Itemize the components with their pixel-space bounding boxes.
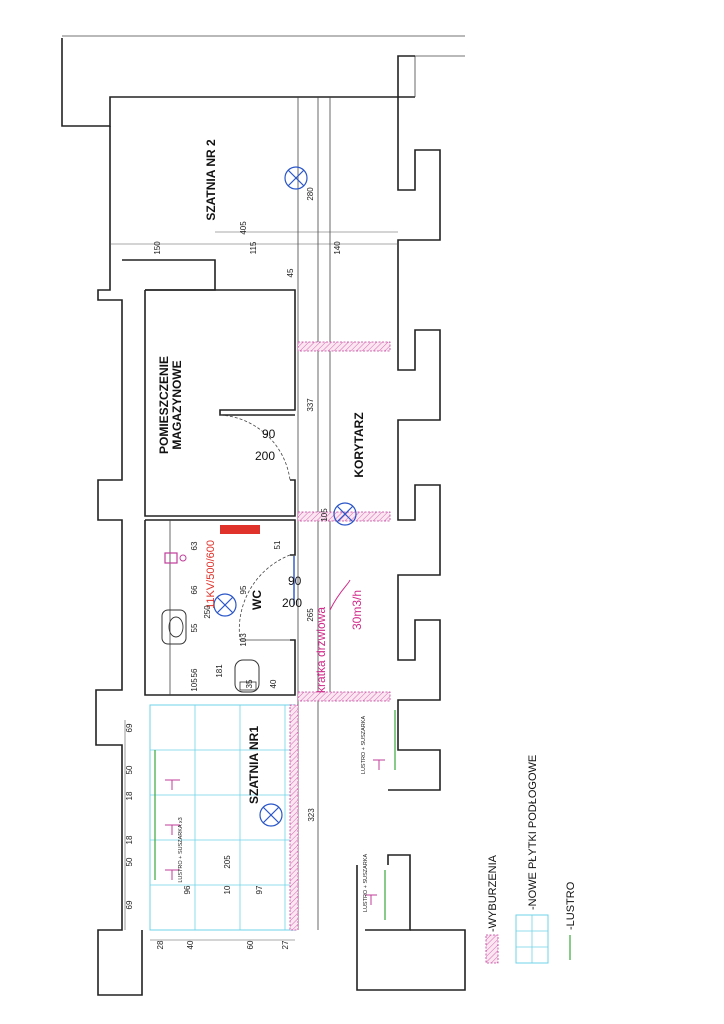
door1-height: 200 [255, 449, 275, 463]
room-label-pomieszczenie-2: MAGAZYNOWE [170, 360, 184, 449]
mirrors-changing-room-1 [154, 710, 396, 920]
door2-height: 200 [282, 596, 302, 610]
electrical-heater [220, 525, 260, 534]
dim-103: 103 [239, 633, 248, 647]
dim-63: 63 [190, 541, 199, 550]
dim-18a: 18 [125, 791, 134, 800]
dim-18b: 18 [125, 835, 134, 844]
airflow-label: 30m3/h [350, 590, 364, 630]
dim-181: 181 [215, 664, 224, 678]
dim-40: 40 [269, 679, 278, 688]
room-label-wc: WC [250, 590, 264, 610]
legend-tiles-label: -NOWE PŁYTKI PODŁOGOWE [527, 755, 539, 910]
dim-105: 105 [320, 508, 329, 522]
dim-40b: 40 [186, 940, 195, 949]
fixture-icon [164, 552, 187, 564]
dimension-numbers: 405 150 115 140 280 45 337 90 200 105 51… [125, 187, 342, 950]
dim-323: 323 [307, 808, 316, 822]
dim-205: 205 [223, 855, 232, 869]
legend-demolition-label: -WYBURZENIA [487, 854, 499, 932]
dim-250: 250 [203, 605, 212, 619]
dim-69a: 69 [125, 723, 134, 732]
dim-51: 51 [273, 540, 282, 549]
toilet-icon [234, 659, 260, 693]
sink-icon [161, 609, 187, 645]
dim-35: 35 [245, 679, 254, 688]
dim-97: 97 [255, 885, 264, 894]
fan-icon-szatnia1 [259, 803, 283, 827]
door1-width: 90 [262, 427, 276, 441]
dim-95: 95 [239, 585, 248, 594]
electrical-label: 11KV/500/600 [205, 540, 217, 609]
room-label-pomieszczenie-1: POMIESZCZENIE [157, 356, 171, 454]
legend-mirror-label: -LUSTRO [565, 881, 577, 930]
dim-405: 405 [239, 221, 248, 235]
fan-icon-wc [213, 593, 237, 617]
dim-115: 115 [249, 241, 258, 254]
legend: -WYBURZENIA -NOWE PŁYTKI PODŁOGOWE -LUST… [485, 755, 577, 964]
dim-105b: 105 [190, 678, 199, 692]
dim-27: 27 [281, 940, 290, 949]
room-label-korytarz: KORYTARZ [352, 412, 366, 477]
mirror-dryer-note-2: LUSTRO + SUSZARKA [363, 854, 369, 913]
storage-room-walls [144, 289, 296, 517]
dim-69b: 69 [125, 900, 134, 909]
dim-56: 56 [190, 668, 199, 677]
fan-icon-korytarz [333, 502, 357, 526]
dim-96: 96 [183, 885, 192, 894]
wc-room-walls [144, 519, 296, 696]
dim-140: 140 [333, 241, 342, 255]
legend-tiles-swatch [515, 914, 549, 964]
dim-45: 45 [286, 268, 295, 277]
dim-66: 66 [190, 585, 199, 594]
fan-icon-szatnia2 [284, 166, 308, 190]
room-label-szatnia2: SZATNIA NR 2 [204, 139, 218, 221]
dim-265: 265 [306, 608, 315, 622]
dim-55: 55 [190, 623, 199, 632]
mirror-dryer-note-3: LUSTRO + SUSZARKA x3 [178, 817, 184, 882]
dim-50b: 50 [125, 857, 134, 866]
dim-10: 10 [223, 885, 232, 894]
dim-50a: 50 [125, 765, 134, 774]
dim-337: 337 [306, 398, 315, 412]
dim-60: 60 [246, 940, 255, 949]
legend-demolition-swatch [485, 934, 499, 964]
door-grille-label: kratka drzwiowa [314, 607, 328, 693]
mirror-dryer-note-1: LUSTRO + SUSZARKA [361, 716, 367, 775]
changing-room-1-tiles [149, 704, 296, 931]
dim-280: 280 [306, 187, 315, 201]
demolition-zones [289, 341, 391, 931]
dim-28: 28 [156, 940, 165, 949]
dim-150: 150 [153, 241, 162, 255]
door2-width: 90 [288, 574, 302, 588]
room-label-szatnia1: SZATNIA NR1 [247, 726, 261, 804]
dimension-lines [110, 231, 398, 941]
